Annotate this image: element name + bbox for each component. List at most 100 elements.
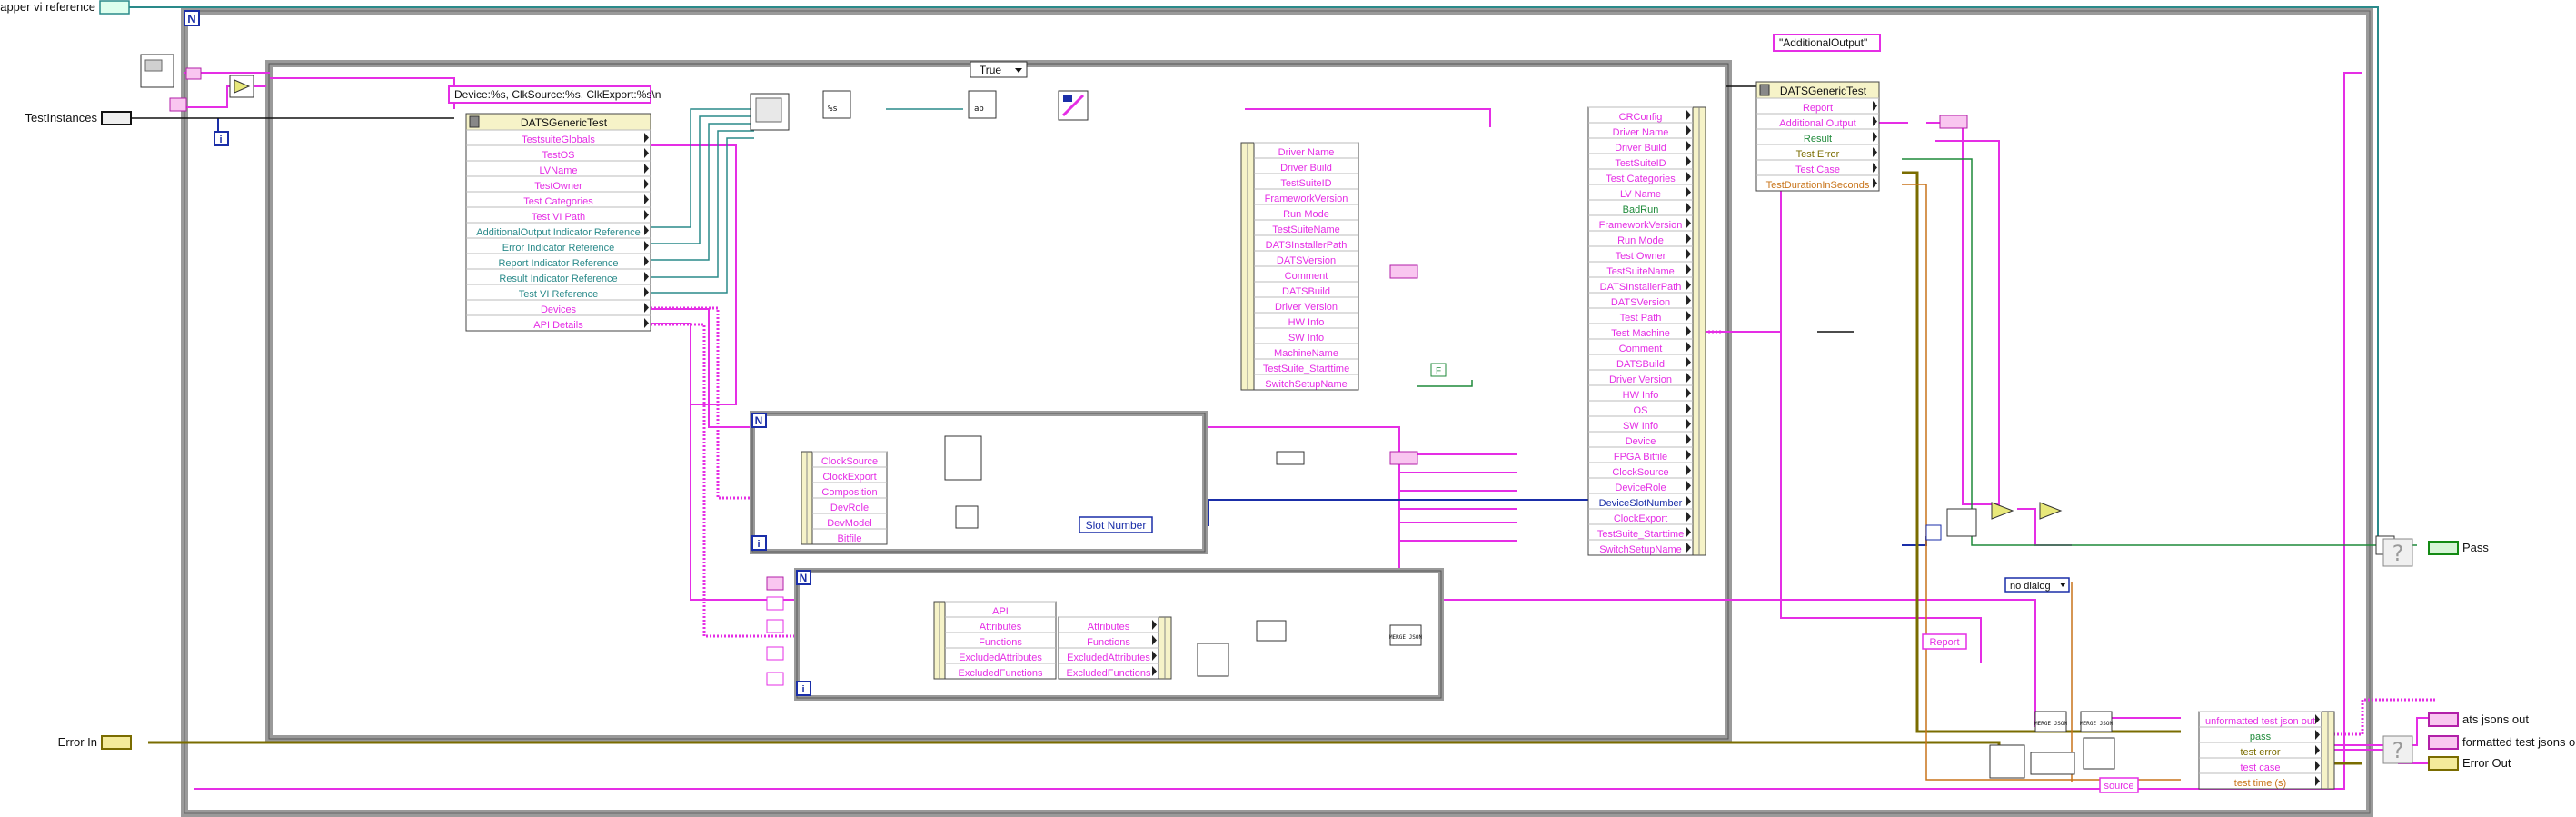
ub-dev-row[interactable]: ClockExport <box>822 472 876 483</box>
ub-right-row[interactable]: TestDurationInSeconds <box>1766 180 1870 191</box>
case-selector[interactable]: True <box>970 62 1027 77</box>
ub-main-row[interactable]: Result Indicator Reference <box>499 274 617 284</box>
bd-right-row[interactable]: LV Name <box>1620 189 1661 200</box>
formatted-test-jsons-out-terminal[interactable]: formatted test jsons out <box>2429 735 2576 749</box>
bd-right-row[interactable]: TestSuite_Starttime <box>1597 529 1684 540</box>
bd-right-row[interactable]: Test Machine <box>1611 328 1670 339</box>
ub-main-row[interactable]: TestsuiteGlobals <box>522 135 595 145</box>
bd-right-row[interactable]: DeviceSlotNumber <box>1599 498 1683 509</box>
bd-mid-row[interactable]: TestSuiteID <box>1280 178 1331 189</box>
bd-right-row[interactable]: DATSBuild <box>1616 359 1665 370</box>
format-string-constant[interactable]: Device:%s, ClkSource:%s, ClkExport:%s\n <box>449 86 661 103</box>
ub-api-row[interactable]: ExcludedAttributes <box>959 653 1042 663</box>
unbundle-device[interactable]: ClockSourceClockExportCompositionDevRole… <box>801 452 887 544</box>
error-in-terminal[interactable]: Error In <box>58 735 131 749</box>
bd-right-row[interactable]: TestSuiteID <box>1615 158 1666 169</box>
ub-right-row[interactable]: Additional Output <box>1779 118 1855 129</box>
ub-dev-row[interactable]: Bitfile <box>838 533 862 544</box>
no-dialog-enum[interactable]: no dialog <box>2005 578 2069 592</box>
bd-right-row[interactable]: TestSuiteName <box>1606 266 1675 277</box>
ub-main-row[interactable]: Devices <box>541 304 577 315</box>
bd-right-row[interactable]: ClockSource <box>1612 467 1668 478</box>
bd-api-row[interactable]: ExcludedFunctions <box>1067 668 1151 679</box>
bd-right-row[interactable]: Test Owner <box>1616 251 1666 262</box>
bd-mid-row[interactable]: DATSVersion <box>1277 255 1336 266</box>
ub-right-row[interactable]: Report <box>1803 103 1833 114</box>
ub-api-row[interactable]: Attributes <box>980 622 1022 633</box>
ub-dev-row[interactable]: ClockSource <box>821 456 878 467</box>
bd-mid-row[interactable]: Driver Version <box>1275 302 1338 313</box>
error-out-terminal[interactable]: Error Out <box>2429 756 2511 770</box>
ub-main-row[interactable]: TestOS <box>542 150 574 161</box>
bd-right-row[interactable]: DeviceRole <box>1615 483 1666 493</box>
bd-right-row[interactable]: SW Info <box>1623 421 1658 432</box>
bundle-api-details[interactable]: AttributesFunctionsExcludedAttributesExc… <box>1059 617 1171 679</box>
bd-right-row[interactable]: CRConfig <box>1619 112 1663 123</box>
ub-right-row[interactable]: Test Case <box>1795 164 1840 175</box>
ub-dev-row[interactable]: Composition <box>821 487 877 498</box>
bd-right-row[interactable]: BadRun <box>1623 204 1659 215</box>
bd-right-row[interactable]: Driver Version <box>1609 374 1672 385</box>
bd-api-row[interactable]: ExcludedAttributes <box>1067 653 1150 663</box>
bd-right-row[interactable]: Driver Build <box>1615 143 1666 154</box>
bd-out-row[interactable]: test error <box>2240 747 2280 758</box>
bd-mid-row[interactable]: DATSBuild <box>1282 286 1330 297</box>
bd-right-row[interactable]: FPGA Bitfile <box>1614 452 1667 463</box>
bd-mid-row[interactable]: DATSInstallerPath <box>1266 240 1348 251</box>
bd-right-row[interactable]: Driver Name <box>1613 127 1669 138</box>
ub-main-row[interactable]: LVName <box>540 165 578 176</box>
bd-right-row[interactable]: Test Categories <box>1606 174 1676 184</box>
bd-mid-row[interactable]: Comment <box>1285 271 1328 282</box>
bundle-testsuite-globals[interactable]: Driver NameDriver BuildTestSuiteID Framew… <box>1241 143 1358 390</box>
bd-right-row[interactable]: ClockExport <box>1614 513 1667 524</box>
ub-api-row[interactable]: Functions <box>979 637 1022 648</box>
ub-dev-row[interactable]: DevRole <box>830 503 869 513</box>
bd-right-row[interactable]: Run Mode <box>1617 235 1664 246</box>
ub-right-row[interactable]: Result <box>1804 134 1832 144</box>
wrapper-ref-terminal[interactable]: Wrapper vi reference <box>0 0 129 14</box>
bd-right-row[interactable]: OS <box>1634 405 1648 416</box>
test-instances-terminal[interactable]: TestInstances <box>25 111 132 125</box>
bd-out-row[interactable]: unformatted test json out <box>2205 716 2315 727</box>
ub-right-row[interactable]: Test Error <box>1796 149 1840 160</box>
additional-output-constant[interactable]: "AdditionalOutput" <box>1774 35 1880 51</box>
ub-main-row[interactable]: AdditionalOutput Indicator Reference <box>476 227 640 238</box>
bd-api-row[interactable]: Attributes <box>1088 622 1130 633</box>
bd-mid-row[interactable]: TestSuite_Starttime <box>1263 364 1349 374</box>
ub-dev-row[interactable]: DevModel <box>827 518 872 529</box>
bd-right-row[interactable]: HW Info <box>1623 390 1659 401</box>
bd-right-row[interactable]: Comment <box>1619 344 1663 354</box>
ub-main-row[interactable]: API Details <box>533 320 583 331</box>
bd-mid-row[interactable]: FrameworkVersion <box>1265 194 1348 204</box>
unbundle-datsgenerictest[interactable]: DATSGenericTestTestsuiteGlobalsTestOSLVN… <box>466 114 651 331</box>
ub-main-row[interactable]: Test VI Reference <box>519 289 598 300</box>
ub-main-row[interactable]: Error Indicator Reference <box>502 243 615 254</box>
ub-main-row[interactable]: Test Categories <box>523 196 593 207</box>
bd-mid-row[interactable]: MachineName <box>1274 348 1338 359</box>
bd-right-row[interactable]: FrameworkVersion <box>1599 220 1683 231</box>
unbundle-api-details[interactable]: API AttributesFunctionsExcludedAttributes… <box>934 602 1056 679</box>
bundle-test-output[interactable]: unformatted test json out pass test error t… <box>2199 712 2334 789</box>
bd-right-row[interactable]: Test Path <box>1620 313 1662 324</box>
ub-main-row[interactable]: Test VI Path <box>532 212 585 223</box>
unbundle-datsgenerictest-outputs[interactable]: DATSGenericTestReportAdditional OutputRe… <box>1756 82 1879 191</box>
outer-loop-count[interactable]: N <box>184 11 199 25</box>
ub-main-row[interactable]: Report Indicator Reference <box>498 258 618 269</box>
ub-api-row[interactable]: API <box>992 606 1009 617</box>
bd-mid-row[interactable]: Driver Name <box>1278 147 1335 158</box>
bd-mid-row[interactable]: SW Info <box>1288 333 1324 344</box>
bd-out-row[interactable]: test time (s) <box>2234 778 2286 789</box>
ub-api-row[interactable]: ExcludedFunctions <box>959 668 1043 679</box>
bd-right-row[interactable]: DATSInstallerPath <box>1600 282 1682 293</box>
bd-out-row[interactable]: pass <box>2250 732 2272 742</box>
bd-mid-row[interactable]: Run Mode <box>1283 209 1329 220</box>
pass-terminal[interactable]: Pass <box>2429 541 2489 554</box>
slot-number-indicator[interactable]: Slot Number <box>1079 517 1152 533</box>
bd-right-row[interactable]: DATSVersion <box>1611 297 1670 308</box>
bd-right-row[interactable]: SwitchSetupName <box>1599 544 1682 555</box>
bd-mid-row[interactable]: Driver Build <box>1280 163 1332 174</box>
bd-right-row[interactable]: Device <box>1626 436 1656 447</box>
bd-out-row[interactable]: test case <box>2240 762 2280 773</box>
bd-mid-row[interactable]: HW Info <box>1288 317 1325 328</box>
bd-api-row[interactable]: Functions <box>1087 637 1130 648</box>
